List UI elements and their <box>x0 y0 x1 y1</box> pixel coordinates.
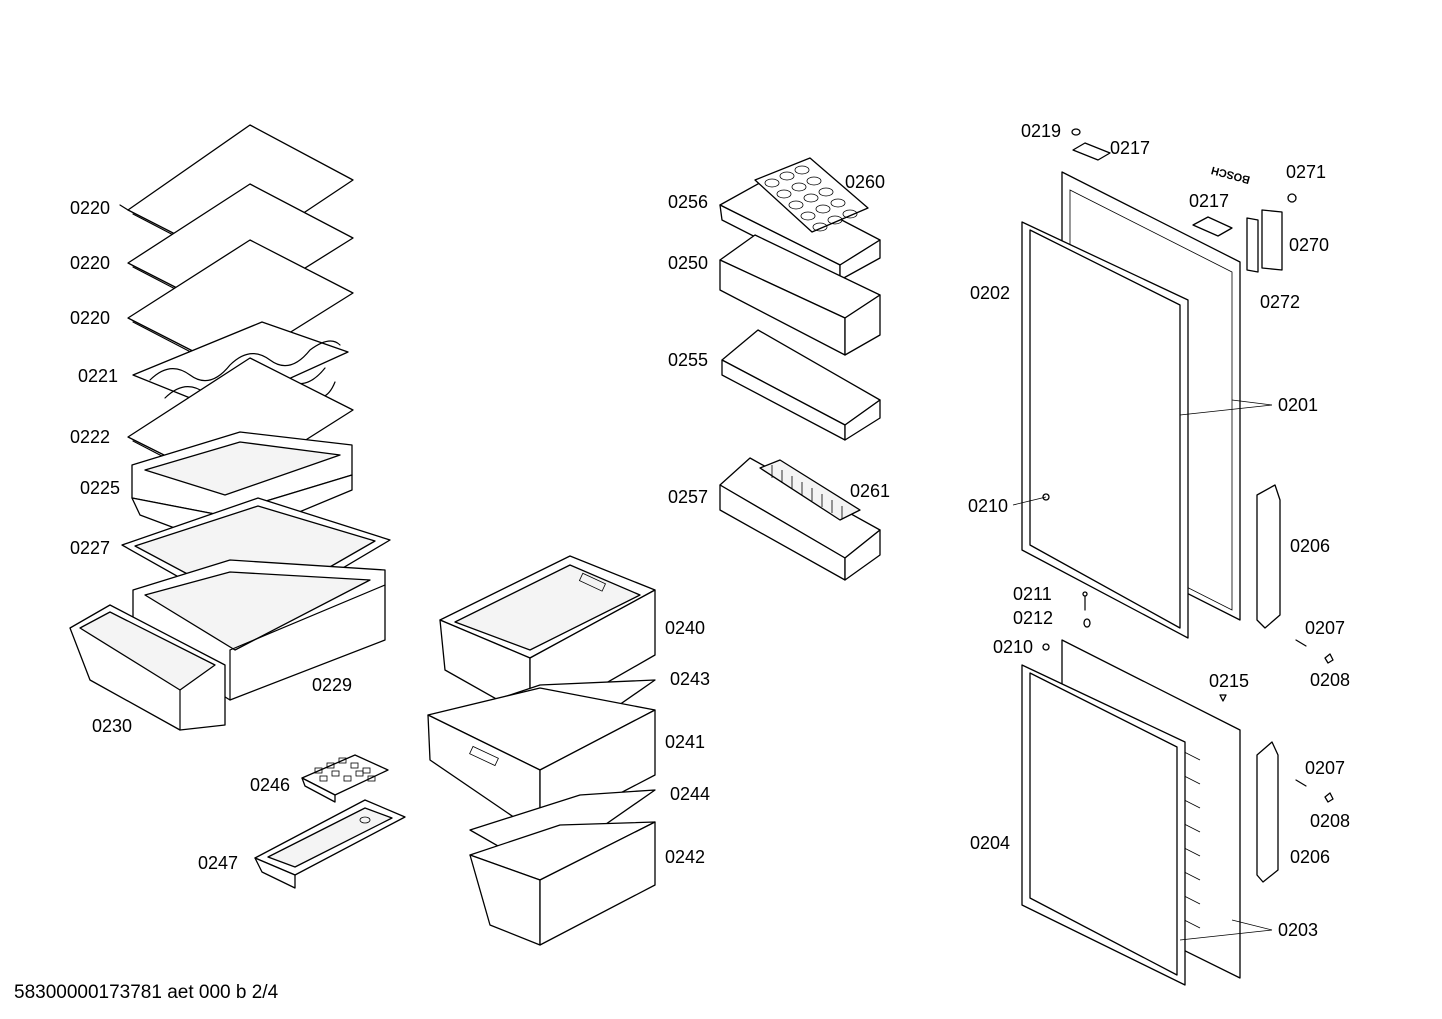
handle-0206-lower <box>1256 741 1279 883</box>
label-0204: 0204 <box>970 833 1011 853</box>
label-0220-c: 0220 <box>70 308 111 328</box>
label-0208-b: 0208 <box>1310 811 1351 831</box>
door-gasket-0204 <box>1021 664 1186 986</box>
label-0217-b: 0217 <box>1189 191 1230 211</box>
label-0222: 0222 <box>70 427 111 447</box>
label-0230: 0230 <box>92 716 133 736</box>
label-0255: 0255 <box>668 350 709 370</box>
label-0212: 0212 <box>1013 608 1054 628</box>
label-0217-a: 0217 <box>1110 138 1151 158</box>
label-0201: 0201 <box>1278 395 1319 415</box>
label-0210-a: 0210 <box>968 496 1009 516</box>
label-0260: 0260 <box>845 172 886 192</box>
label-0270: 0270 <box>1289 235 1330 255</box>
label-0250: 0250 <box>668 253 709 273</box>
label-0271: 0271 <box>1286 162 1327 182</box>
label-0210-b: 0210 <box>993 637 1034 657</box>
cap-0208 <box>1324 653 1334 803</box>
label-0206-b: 0206 <box>1290 847 1331 867</box>
label-0256: 0256 <box>668 192 709 212</box>
top-trim-0217 <box>1072 142 1233 237</box>
handle-0206-upper <box>1256 484 1281 629</box>
ice-tray-0246 <box>301 754 389 803</box>
door-shelf-0255 <box>721 329 881 441</box>
tray-0247 <box>254 799 406 889</box>
door-gasket-0202 <box>1021 221 1189 639</box>
bin-0230 <box>69 604 226 731</box>
label-0219: 0219 <box>1021 121 1062 141</box>
screw-0207 <box>1295 639 1307 787</box>
label-0229: 0229 <box>312 675 353 695</box>
pin-0215 <box>1219 694 1227 702</box>
washer-0212 <box>1083 618 1091 628</box>
hinge-cover-0270-0272 <box>1246 209 1283 273</box>
label-0203: 0203 <box>1278 920 1319 940</box>
label-0225: 0225 <box>80 478 121 498</box>
label-0207-a: 0207 <box>1305 618 1346 638</box>
screw-0211 <box>1082 591 1088 611</box>
leader-lines <box>1012 399 1273 941</box>
door-shelf-0250 <box>719 234 881 356</box>
label-0227: 0227 <box>70 538 111 558</box>
label-0246: 0246 <box>250 775 291 795</box>
label-0211: 0211 <box>1013 584 1052 604</box>
label-0244: 0244 <box>670 784 711 804</box>
label-0243: 0243 <box>670 669 711 689</box>
label-0242: 0242 <box>665 847 706 867</box>
label-0208-a: 0208 <box>1310 670 1351 690</box>
label-0257: 0257 <box>668 487 709 507</box>
label-0207-b: 0207 <box>1305 758 1346 778</box>
document-footer: 58300000173781 aet 000 b 2/4 <box>14 982 279 1003</box>
brand-badge-text: BOSCH <box>1210 164 1252 186</box>
label-0240: 0240 <box>665 618 706 638</box>
cap-0219 <box>1071 128 1081 136</box>
label-0202: 0202 <box>970 283 1011 303</box>
label-0241: 0241 <box>665 732 706 752</box>
label-0206-a: 0206 <box>1290 536 1331 556</box>
label-0221: 0221 <box>78 366 119 386</box>
freezer-drawer-0242 <box>469 821 656 946</box>
label-0215: 0215 <box>1209 671 1250 691</box>
label-0272: 0272 <box>1260 292 1301 312</box>
bottle-shelf-0257-0261 <box>719 457 881 581</box>
label-0220-b: 0220 <box>70 253 111 273</box>
label-0220-a: 0220 <box>70 198 111 218</box>
label-0261: 0261 <box>850 481 891 501</box>
label-0247: 0247 <box>198 853 239 873</box>
